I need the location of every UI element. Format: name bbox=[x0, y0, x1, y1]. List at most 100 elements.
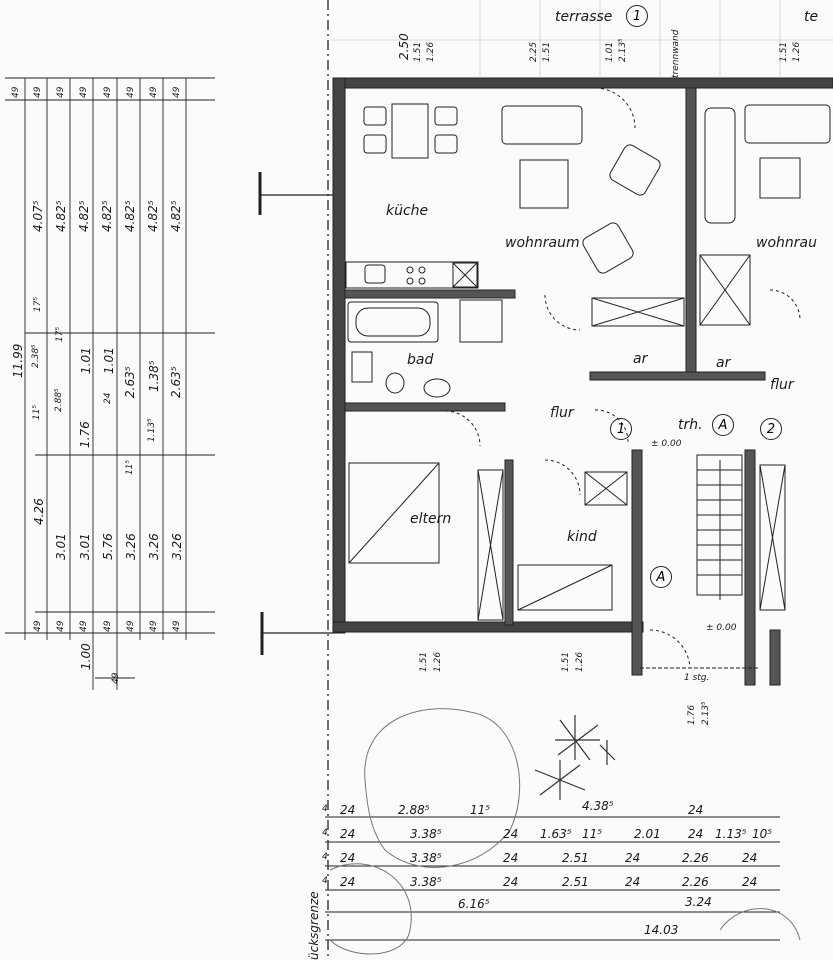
dim-r3-7: 24 bbox=[742, 851, 758, 865]
dim-r2-1: 24 bbox=[340, 827, 356, 841]
wall-ar bbox=[589, 371, 766, 381]
dim-r2-9: 10⁵ bbox=[752, 827, 773, 841]
single-bed bbox=[517, 564, 613, 611]
label-flur-right: flur bbox=[770, 377, 794, 393]
tree-sketch bbox=[329, 708, 801, 955]
dim-r4-3: 24 bbox=[503, 875, 519, 889]
dining-table bbox=[363, 103, 458, 159]
dim-left-175: 17⁵ bbox=[33, 296, 43, 312]
terrace-grid bbox=[330, 0, 833, 78]
dim-left-top-5: 49 bbox=[126, 86, 136, 98]
dim-left-101a: 1.01 bbox=[79, 347, 93, 374]
dim-left-top-3: 49 bbox=[79, 86, 89, 98]
toilet bbox=[351, 351, 405, 394]
dim-left-row2-5: 4.82⁵ bbox=[146, 200, 160, 232]
marker-1-flur: 1 bbox=[610, 418, 632, 440]
bottom-dimension-lines bbox=[325, 816, 780, 941]
marker-2: 2 bbox=[760, 418, 782, 440]
dim-top-126a: 1.26 bbox=[426, 41, 436, 62]
dim-left-bot-3: 49 bbox=[103, 620, 113, 632]
shower bbox=[459, 299, 503, 343]
dim-r2-7: 24 bbox=[688, 827, 704, 841]
dim-left-row2-3: 4.82⁵ bbox=[100, 200, 114, 232]
cabinet-ar-right bbox=[699, 254, 751, 326]
dim-left-100: 1.00 bbox=[79, 643, 93, 670]
dim-left-326c: 3.26 bbox=[170, 533, 184, 560]
label-kuche: küche bbox=[386, 203, 429, 219]
label-eltern: eltern bbox=[410, 511, 452, 527]
label-stufe: 1 stg. bbox=[684, 673, 710, 683]
dim-r2-0: 4 bbox=[322, 828, 328, 838]
dim-left-115b: 11⁵ bbox=[125, 459, 135, 475]
level-mark-entry: ± 0.00 bbox=[706, 623, 737, 633]
dim-left-bot-2: 49 bbox=[79, 620, 89, 632]
level-mark-flur: ± 0.00 bbox=[651, 439, 682, 449]
dim-r1-5: 24 bbox=[688, 803, 704, 817]
dim-left-bot-4: 49 bbox=[126, 620, 136, 632]
dim-top-101: 1.01 bbox=[605, 41, 615, 62]
wall-stair-right bbox=[744, 449, 756, 686]
dim-bot-151b: 1.51 bbox=[561, 651, 571, 672]
dim-bot-126a: 1.26 bbox=[433, 651, 443, 672]
sofa bbox=[501, 105, 661, 274]
wall-kind-left bbox=[504, 459, 514, 626]
dim-left-175b: 17⁵ bbox=[55, 326, 65, 342]
kitchen-counter bbox=[345, 261, 479, 289]
dim-left-top-6: 49 bbox=[149, 86, 159, 98]
washbasin bbox=[423, 378, 451, 398]
label-wohnraum: wohnraum bbox=[505, 235, 580, 251]
label-ar-right: ar bbox=[716, 355, 731, 371]
dim-left-2885: 2.88⁵ bbox=[54, 388, 64, 412]
dim-r4-0: 4 bbox=[322, 876, 328, 886]
dim-left-576: 5.76 bbox=[101, 533, 115, 560]
dim-left-24: 24 bbox=[103, 392, 113, 404]
dim-left-top-4: 49 bbox=[103, 86, 113, 98]
dim-r4-6: 2.26 bbox=[682, 875, 709, 889]
dim-left-bot-6: 49 bbox=[172, 620, 182, 632]
dim-left-bot-5: 49 bbox=[149, 620, 159, 632]
dim-r1-2: 2.88⁵ bbox=[398, 803, 430, 817]
left-dimension-lines bbox=[5, 77, 215, 690]
dim-top-126b: 1.26 bbox=[792, 41, 802, 62]
dim-r3-2: 3.38⁵ bbox=[410, 851, 442, 865]
dim-r4-7: 24 bbox=[742, 875, 758, 889]
dim-bot-2135: 2.13⁵ bbox=[701, 701, 711, 725]
wall-bath-bed bbox=[344, 402, 506, 412]
dim-left-top-1: 49 bbox=[33, 86, 43, 98]
dim-left-top-0: 49 bbox=[11, 86, 21, 98]
dim-r4-4: 2.51 bbox=[562, 875, 589, 889]
dim-r2-3: 24 bbox=[503, 827, 519, 841]
label-terrasse: terrasse bbox=[555, 9, 613, 25]
dim-left-row2-2: 4.82⁵ bbox=[77, 200, 91, 232]
dim-left-326b: 3.26 bbox=[147, 533, 161, 560]
label-flur: flur bbox=[550, 405, 574, 421]
dim-left-101b: 1.01 bbox=[102, 347, 116, 374]
wall-unit-divider bbox=[685, 87, 697, 379]
wall-kitchen-bath bbox=[344, 289, 516, 299]
dim-top-250: 2.50 bbox=[397, 33, 411, 60]
wardrobe-flur bbox=[584, 471, 628, 506]
dim-r4-1: 24 bbox=[340, 875, 356, 889]
dim-r3-0: 4 bbox=[322, 852, 328, 862]
dim-r2-4: 1.63⁵ bbox=[540, 827, 572, 841]
dim-left-2385: 2.38⁵ bbox=[31, 344, 41, 368]
dim-left-1385: 1.38⁵ bbox=[147, 360, 161, 392]
double-bed bbox=[348, 462, 440, 564]
marker-A-stair: A bbox=[650, 566, 672, 588]
dim-left-301b: 3.01 bbox=[78, 533, 92, 560]
dim-left-top-2: 49 bbox=[56, 86, 66, 98]
wardrobe-eltern bbox=[477, 469, 504, 621]
cabinet-ar bbox=[591, 297, 685, 327]
label-terrasse-cut: te bbox=[804, 9, 819, 25]
label-kind: kind bbox=[567, 529, 597, 545]
dim-left-1135: 1.13⁵ bbox=[147, 418, 157, 442]
label-grundstucksgrenze: ücksgrenze bbox=[307, 891, 321, 960]
dim-left-top-7: 49 bbox=[172, 86, 182, 98]
dim-r2-6: 2.01 bbox=[634, 827, 661, 841]
dim-r5-0: 6.16⁵ bbox=[458, 897, 490, 911]
marker-A-treppenhaus: A bbox=[712, 414, 734, 436]
dim-r6-0: 14.03 bbox=[644, 923, 679, 937]
dim-left-bot-0: 49 bbox=[33, 620, 43, 632]
dim-r2-8: 1.13⁵ bbox=[715, 827, 747, 841]
